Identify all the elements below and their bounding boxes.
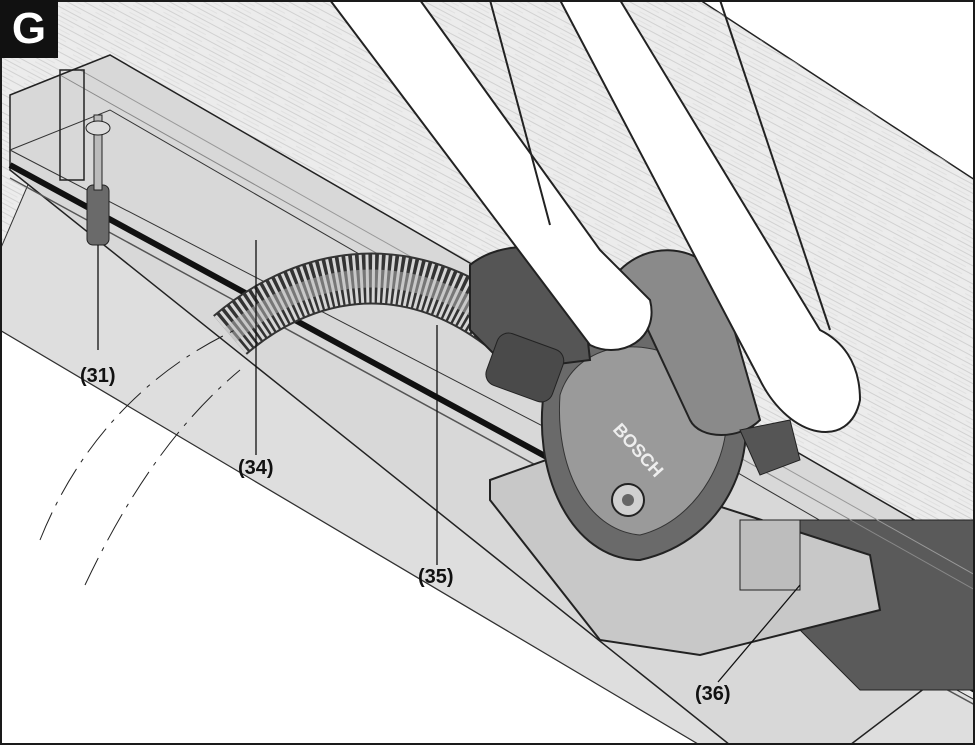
- clamp: [59, 69, 111, 246]
- callout-36: (36): [695, 683, 731, 705]
- saw-front-knob: [739, 419, 801, 476]
- figure-letter-badge: G: [0, 0, 58, 58]
- callout-leader-lines: [97, 240, 801, 683]
- callout-31: (31): [80, 365, 116, 387]
- leader-36: [717, 584, 801, 683]
- dust-port: [485, 332, 565, 403]
- callout-35: (35): [418, 566, 454, 588]
- depth-stop: [739, 519, 801, 591]
- callout-34: (34): [238, 457, 274, 479]
- operator-hands: [328, 0, 862, 434]
- vacuum-hose: [39, 252, 516, 586]
